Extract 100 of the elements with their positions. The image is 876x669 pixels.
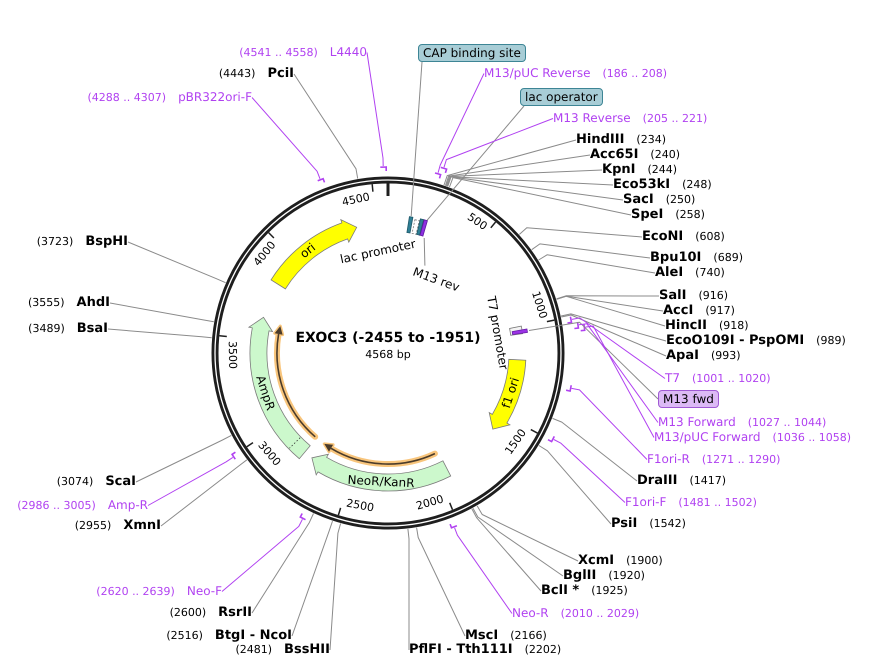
site-position: (993) — [710, 349, 741, 363]
leader-line — [160, 459, 248, 526]
map-title: EXOC3 (-2455 to -1951) — [295, 330, 481, 346]
leader-line — [366, 52, 384, 167]
enzyme-name: BspHI — [85, 235, 128, 249]
leader-line — [292, 520, 333, 636]
site-position: (1542) — [649, 517, 686, 531]
leader-line — [449, 177, 632, 216]
primer-range: (2620 .. 2639) — [96, 585, 175, 599]
enzyme-name: BtgI - NcoI — [214, 629, 292, 643]
enzyme-name: RsrII — [218, 606, 252, 620]
primer-name: M13 Reverse — [553, 111, 631, 125]
primer-name: Amp-R — [108, 498, 148, 512]
enzyme-name: AhdI — [76, 296, 110, 310]
leader-line — [454, 527, 512, 614]
leader-line — [446, 170, 602, 186]
leader-line — [444, 118, 554, 168]
leader-line — [471, 508, 542, 592]
enzyme-name: AccI — [663, 304, 694, 318]
feature-block — [419, 219, 429, 238]
site-position: (2955) — [74, 519, 112, 533]
feature-tag: lac operator — [520, 88, 603, 106]
leader-line — [407, 528, 410, 650]
site-position: (2166) — [510, 629, 547, 643]
tick-label: 3500 — [226, 341, 238, 370]
leader-line — [444, 154, 590, 186]
leader-line — [426, 106, 524, 222]
tick-label: 1000 — [528, 290, 548, 320]
primer-name: M13 Forward — [658, 415, 736, 429]
site-position: (244) — [647, 163, 678, 177]
leader-line — [531, 243, 650, 258]
leader-line — [136, 434, 232, 482]
primer-range: (1001 .. 1020) — [692, 372, 771, 386]
leader-line — [438, 73, 484, 174]
leader-line — [410, 62, 422, 216]
primer-range: (1481 .. 1502) — [678, 496, 757, 510]
tick-label: 2000 — [415, 494, 446, 513]
leader-line — [110, 302, 214, 322]
leader-line — [518, 227, 642, 238]
primer-name: F1ori-F — [625, 495, 666, 509]
primer-range: (4288 .. 4307) — [88, 91, 166, 105]
leader-line — [571, 388, 648, 460]
enzyme-name: BclI * — [541, 584, 580, 598]
site-position: (250) — [666, 193, 696, 207]
primer-name: M13/pUC Reverse — [484, 66, 590, 80]
leader-line — [556, 296, 664, 312]
feature-name: AmpR — [253, 374, 277, 412]
leader-line — [447, 176, 624, 200]
enzyme-name: SalI — [659, 289, 686, 303]
leader-line — [444, 140, 576, 186]
feature-tag: M13 fwd — [658, 390, 719, 408]
enzyme-name: ApaI — [666, 349, 699, 363]
leader-line — [108, 328, 212, 338]
leader-line — [560, 314, 666, 356]
enzyme-name: PflFI - Tth111I — [409, 643, 513, 657]
enzyme-name: PsiI — [611, 517, 638, 531]
feature-block — [511, 328, 529, 336]
primer-range: (1036 .. 1058) — [772, 431, 852, 445]
site-position: (2202) — [524, 643, 562, 657]
enzyme-name: HindIII — [576, 133, 624, 147]
site-position: (258) — [675, 208, 705, 222]
primer-name: M13/pUC Forward — [654, 430, 761, 444]
primer-name: F1ori-R — [647, 452, 690, 466]
site-position: (248) — [682, 178, 712, 192]
enzyme-name: ScaI — [105, 475, 136, 489]
enzyme-name: XcmI — [578, 554, 614, 568]
leader-line — [252, 513, 314, 614]
leader-line — [538, 445, 612, 524]
primer-name: Neo-R — [512, 606, 549, 620]
site-position: (608) — [695, 230, 725, 244]
primer-range: (205 .. 221) — [642, 112, 708, 126]
enzyme-name: MscI — [465, 629, 498, 643]
site-position: (2600) — [170, 606, 206, 620]
feature-name: T7 promoter — [484, 295, 510, 371]
enzyme-name: PciI — [267, 67, 294, 81]
leader-line — [578, 323, 658, 423]
leader-line — [584, 326, 654, 438]
enzyme-name: HincII — [665, 319, 707, 333]
enzyme-name: DraIII — [637, 474, 678, 488]
leader-line — [252, 97, 320, 180]
leader-line — [424, 238, 426, 266]
leader-line — [528, 322, 658, 400]
primer-name: L4440 — [330, 45, 367, 59]
enzyme-name: SacI — [623, 193, 654, 207]
site-position: (4443) — [218, 67, 256, 81]
feature-name: NeoR/KanR — [347, 474, 416, 491]
site-position: (240) — [650, 148, 680, 162]
leader-line — [556, 295, 660, 300]
primer-range: (2010 .. 2029) — [560, 607, 640, 621]
enzyme-name: BsaI — [76, 322, 108, 336]
site-position: (234) — [636, 133, 666, 147]
primer-range: (186 .. 208) — [602, 67, 668, 81]
enzyme-name: BssHII — [284, 643, 330, 657]
primer-name: Neo-F — [186, 584, 222, 598]
site-position: (740) — [695, 266, 725, 280]
tick-label: 2500 — [344, 498, 375, 515]
feature-name: M13 rev — [410, 266, 462, 294]
feature-tag: CAP binding site — [418, 44, 526, 62]
enzyme-name: AleI — [655, 266, 684, 280]
feature-name: ori — [298, 241, 318, 261]
